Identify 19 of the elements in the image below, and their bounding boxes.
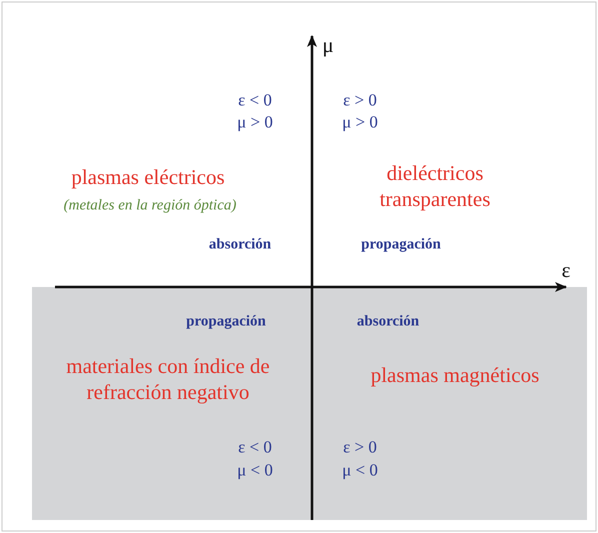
condition-text: ε < 0 xyxy=(238,436,272,458)
axis-label: ε xyxy=(562,256,570,284)
region-label: plasmas eléctricos xyxy=(71,164,225,190)
condition-text: ε > 0 xyxy=(343,89,377,111)
behavior-label: propagación xyxy=(361,236,441,254)
condition-text: μ < 0 xyxy=(342,459,378,481)
region-label: plasmas magnéticos xyxy=(370,362,540,388)
behavior-label: absorción xyxy=(356,312,420,332)
condition-text: μ > 0 xyxy=(342,111,378,133)
behavior-label: propagación xyxy=(186,312,266,332)
region-label: dieléctricos transparentes xyxy=(378,160,492,212)
condition-text: ε > 0 xyxy=(343,436,377,458)
axis-label: μ xyxy=(322,32,334,58)
condition-text: μ < 0 xyxy=(237,459,273,481)
region-label: materiales con índice de refracción negativo xyxy=(65,352,271,406)
region-note: (metales en la región óptica) xyxy=(64,196,236,216)
condition-text: ε < 0 xyxy=(238,89,272,111)
condition-text: μ > 0 xyxy=(237,111,273,133)
behavior-label: absorción xyxy=(208,236,272,254)
